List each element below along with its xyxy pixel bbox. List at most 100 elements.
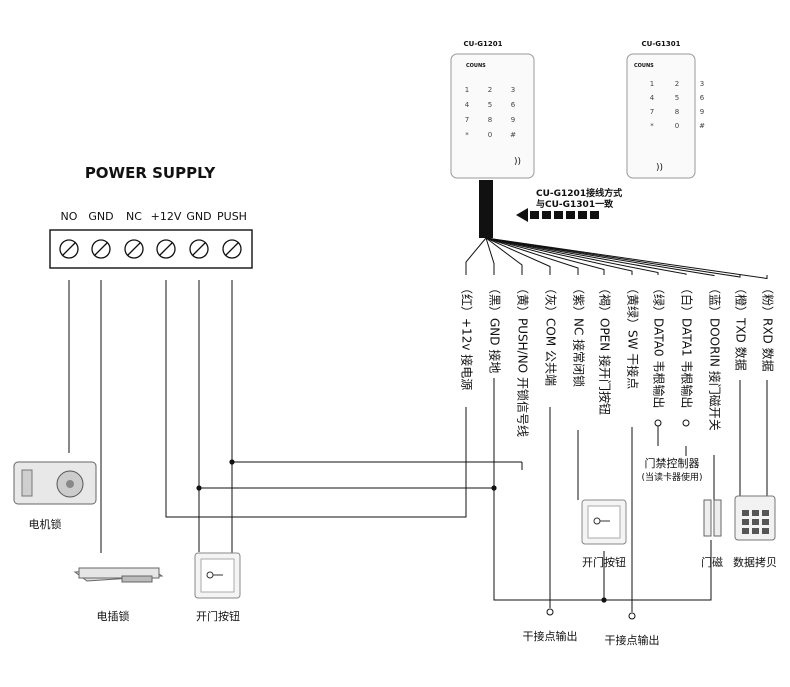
reader1-brand: COUNS xyxy=(466,63,486,69)
copy-device-key xyxy=(752,528,759,534)
copy-device-key xyxy=(762,510,769,516)
copy-device-key xyxy=(762,519,769,525)
controller-note: (当读卡器使用) xyxy=(641,471,702,483)
terminal-label-12v: +12V xyxy=(151,210,182,223)
terminal-screws xyxy=(59,239,242,259)
copy-device-key xyxy=(752,519,759,525)
wire-line xyxy=(485,237,579,275)
wire-line xyxy=(485,237,741,278)
wire-label: （紫）NC 接常闭锁 xyxy=(572,282,587,387)
wire-line xyxy=(485,237,523,275)
keypad-key: 3 xyxy=(511,86,515,94)
door-sensor-label: 门磁 xyxy=(701,555,723,569)
wire-line xyxy=(485,237,659,275)
data-copy-label: 数据拷贝 xyxy=(733,555,777,569)
exit-button-left-label: 开门按钮 xyxy=(196,609,240,623)
copy-device-key xyxy=(752,510,759,516)
exit-button-right-label: 开门按钮 xyxy=(582,555,626,569)
keypad-key: 7 xyxy=(465,116,469,124)
copy-device-key xyxy=(762,528,769,534)
keypad-key: 6 xyxy=(700,94,705,102)
keypad-key: 9 xyxy=(511,116,515,124)
nfc-icon-2: )) xyxy=(656,163,663,173)
copy-device-key xyxy=(742,510,749,516)
reader1-model: CU-G1201 xyxy=(464,40,503,48)
keypad-key: 8 xyxy=(488,116,492,124)
wire-line xyxy=(485,237,605,275)
controller-label: 门禁控制器 xyxy=(645,456,700,470)
reader2-model: CU-G1301 xyxy=(642,40,681,48)
reader2-keypad: 1 2 3 4 5 6 7 8 9 * 0 # xyxy=(650,80,705,130)
keypad-key: 0 xyxy=(675,122,679,130)
wire-label: （绿）DATA0 韦根输出 xyxy=(652,282,667,408)
keypad-key: 6 xyxy=(511,101,516,109)
keypad-key: # xyxy=(510,131,516,139)
dashed-arrow xyxy=(516,208,599,222)
nfc-icon: )) xyxy=(514,157,521,167)
terminal-block xyxy=(49,229,253,269)
keypad-key: * xyxy=(465,131,469,139)
exit-button-icon-right xyxy=(581,499,627,545)
dry-contact-label-1: 干接点输出 xyxy=(523,629,578,643)
keypad-key: 8 xyxy=(675,108,679,116)
keypad-key: # xyxy=(699,122,705,130)
reader-cu-g1201: CU-G1201 COUNS 1 2 3 4 5 6 7 8 9 * 0 # )) xyxy=(450,40,535,179)
door-sensor-icon xyxy=(703,499,722,537)
keypad-key: 9 xyxy=(700,108,704,116)
keypad-key: 2 xyxy=(488,86,492,94)
wire-label: （蓝）DOORIN 接门磁开关 xyxy=(708,282,723,431)
wire-line xyxy=(485,237,768,280)
cable-bundle xyxy=(479,180,493,238)
keypad-key: 4 xyxy=(465,101,470,109)
copy-device-key xyxy=(742,519,749,525)
wire-label: （白）DATA1 韦根输出 xyxy=(680,282,695,408)
keypad-key: 1 xyxy=(465,86,469,94)
power-supply-title: POWER SUPPLY xyxy=(85,164,217,182)
wire-label: （黄绿）SW 干接点 xyxy=(626,282,641,389)
wire-labels: （红）+12v 接电源 （黑）GND 接地 （黄）PUSH/NO 开锁信号线 （灰）C… xyxy=(460,282,776,437)
copy-device-key xyxy=(742,528,749,534)
note-line2: 与CU-G1301一致 xyxy=(536,198,614,210)
wire-fanout xyxy=(465,237,768,280)
keypad-key: 2 xyxy=(675,80,679,88)
wire-label: （褐）OPEN 接开门按钮 xyxy=(598,282,613,415)
bolt-lock-label: 电插锁 xyxy=(97,609,130,623)
terminal-label-push: PUSH xyxy=(217,210,247,223)
wire-line xyxy=(485,237,495,275)
wire-label: （红）+12v 接电源 xyxy=(460,282,475,390)
wire-label: （粉）RXD 数据 xyxy=(761,282,776,372)
exit-button-icon-left xyxy=(194,552,241,599)
reader-cu-g1301: CU-G1301 COUNS 1 2 3 4 5 6 7 8 9 * 0 # )) xyxy=(626,40,705,179)
keypad-key: 1 xyxy=(650,80,654,88)
reader1-keypad: 1 2 3 4 5 6 7 8 9 * 0 # xyxy=(465,86,516,139)
keypad-key: 7 xyxy=(650,108,654,116)
wire-label: （黑）GND 接地 xyxy=(488,282,503,373)
wire-label: （黄）PUSH/NO 开锁信号线 xyxy=(516,282,531,437)
keypad-key: 5 xyxy=(488,101,492,109)
dry-contact-label-2: 干接点输出 xyxy=(605,633,660,647)
wire-line xyxy=(485,237,633,275)
keypad-key: 0 xyxy=(488,131,492,139)
reader2-brand: COUNS xyxy=(634,63,654,69)
wire-label: （灰）COM 公共端 xyxy=(544,282,558,386)
keypad-key: 3 xyxy=(700,80,704,88)
wiring-lines xyxy=(68,280,768,612)
data-copy-device-icon xyxy=(734,495,776,541)
junction-dots xyxy=(196,459,607,603)
terminal-label-gnd2: GND xyxy=(186,210,211,223)
terminal-label-nc: NC xyxy=(126,210,142,223)
wire-line xyxy=(485,237,715,277)
keypad-key: * xyxy=(650,122,654,130)
electric-lock-icon xyxy=(13,461,97,505)
wire-line xyxy=(485,237,551,275)
terminal-points xyxy=(546,419,690,620)
wire-line xyxy=(485,237,687,275)
keypad-key: 4 xyxy=(650,94,655,102)
keypad-key: 5 xyxy=(675,94,679,102)
wire-label: （橙）TXD 数据 xyxy=(734,282,749,371)
terminal-labels: NO GND NC +12V GND PUSH xyxy=(61,210,247,223)
wire-line xyxy=(465,237,487,275)
terminal-label-gnd: GND xyxy=(88,210,113,223)
bolt-lock-icon xyxy=(73,567,164,583)
